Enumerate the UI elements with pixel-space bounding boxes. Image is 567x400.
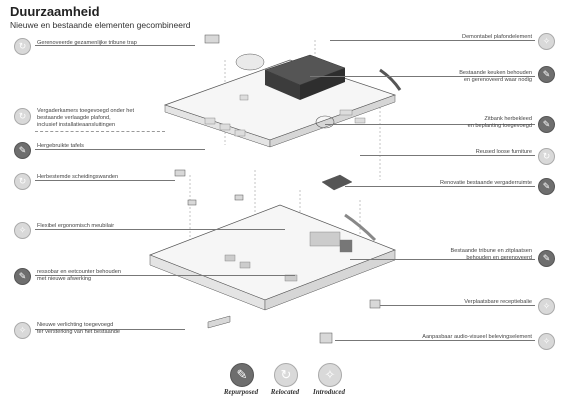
callout-tribune-stair: Gerenoveerde gezamenlijke tribune trap xyxy=(37,40,137,46)
exploded-elements xyxy=(174,34,402,344)
callout-meeting-rooms: Vergaderkamers toegevoegd onder het best… xyxy=(37,108,135,128)
introduced-icon: ✧ xyxy=(14,222,31,239)
legend-label-repurposed: Repurposed xyxy=(223,388,259,396)
leader-line xyxy=(330,40,535,41)
wrench-icon: ✎ xyxy=(538,66,555,83)
introduced-icon: ✧ xyxy=(14,322,31,339)
callout-loose-furniture: Reused loose furniture xyxy=(475,149,532,155)
relocated-icon: ↻ xyxy=(14,38,31,55)
callout-partitions: Herbestemde scheidingswanden xyxy=(37,174,119,180)
lower-floor-slab xyxy=(149,204,396,311)
leader-line xyxy=(325,124,535,125)
leader-line xyxy=(35,131,165,132)
legend-label-relocated: Relocated xyxy=(270,388,300,396)
leader-line xyxy=(35,229,285,230)
leader-line xyxy=(380,305,535,306)
wrench-icon: ✎ xyxy=(14,268,31,285)
wrench-icon: ✎ xyxy=(538,250,555,267)
callout-ceiling-element: Demontabel plafondelement xyxy=(462,34,532,40)
wrench-icon: ✎ xyxy=(538,178,555,195)
introduced-icon: ✧ xyxy=(538,298,555,315)
callout-reception-desk: Verplaatsbare receptiebalie xyxy=(464,299,532,305)
callout-new-lighting: Nieuwe verlichting toegevoegd ter verste… xyxy=(37,322,121,335)
introduced-icon: ✧ xyxy=(538,33,555,50)
upper-floor-slab xyxy=(163,53,397,148)
callout-espresso-bar: ressobar en eetcounter behouden met nieu… xyxy=(37,269,121,282)
leader-line xyxy=(35,329,185,330)
leader-line xyxy=(35,149,205,150)
callout-meeting-renovation: Renovatie bestaande vergaderruimte xyxy=(439,180,532,186)
leader-line xyxy=(345,186,535,187)
leader-line xyxy=(310,76,535,77)
leader-line xyxy=(35,180,175,181)
callout-flexible-furniture: Flexibel ergonomisch meubilair xyxy=(37,223,115,229)
wrench-icon: ✎ xyxy=(538,116,555,133)
leader-line xyxy=(335,340,535,341)
relocated-icon: ↻ xyxy=(14,173,31,190)
relocated-icon: ↻ xyxy=(14,108,31,125)
introduced-icon: ✧ xyxy=(318,363,342,387)
relocated-icon: ↻ xyxy=(274,363,298,387)
callout-reused-tables: Hergebruikte tafels xyxy=(37,143,84,149)
callout-kitchen: Bestaande keuken behouden en gerenoveerd… xyxy=(459,70,532,83)
callout-bench-planting: Zitbank herbekleed en beplanting toegevo… xyxy=(467,116,532,129)
wrench-icon: ✎ xyxy=(14,142,31,159)
relocated-icon: ↻ xyxy=(538,148,555,165)
leader-line xyxy=(350,259,535,260)
leader-line xyxy=(360,155,535,156)
callout-tribune-seating: Bestaande tribune en zitplaatsen behoude… xyxy=(450,248,532,261)
leader-line xyxy=(35,275,295,276)
legend-label-introduced: Introduced xyxy=(313,388,345,396)
wrench-icon: ✎ xyxy=(230,363,254,387)
callout-av-element: Aanpasbaar audio-visueel belevingselemen… xyxy=(422,334,532,340)
leader-line xyxy=(35,45,195,46)
introduced-icon: ✧ xyxy=(538,333,555,350)
diagram-title: Duurzaamheid xyxy=(10,4,100,19)
diagram-subtitle: Nieuwe en bestaande elementen gecombinee… xyxy=(10,20,191,30)
